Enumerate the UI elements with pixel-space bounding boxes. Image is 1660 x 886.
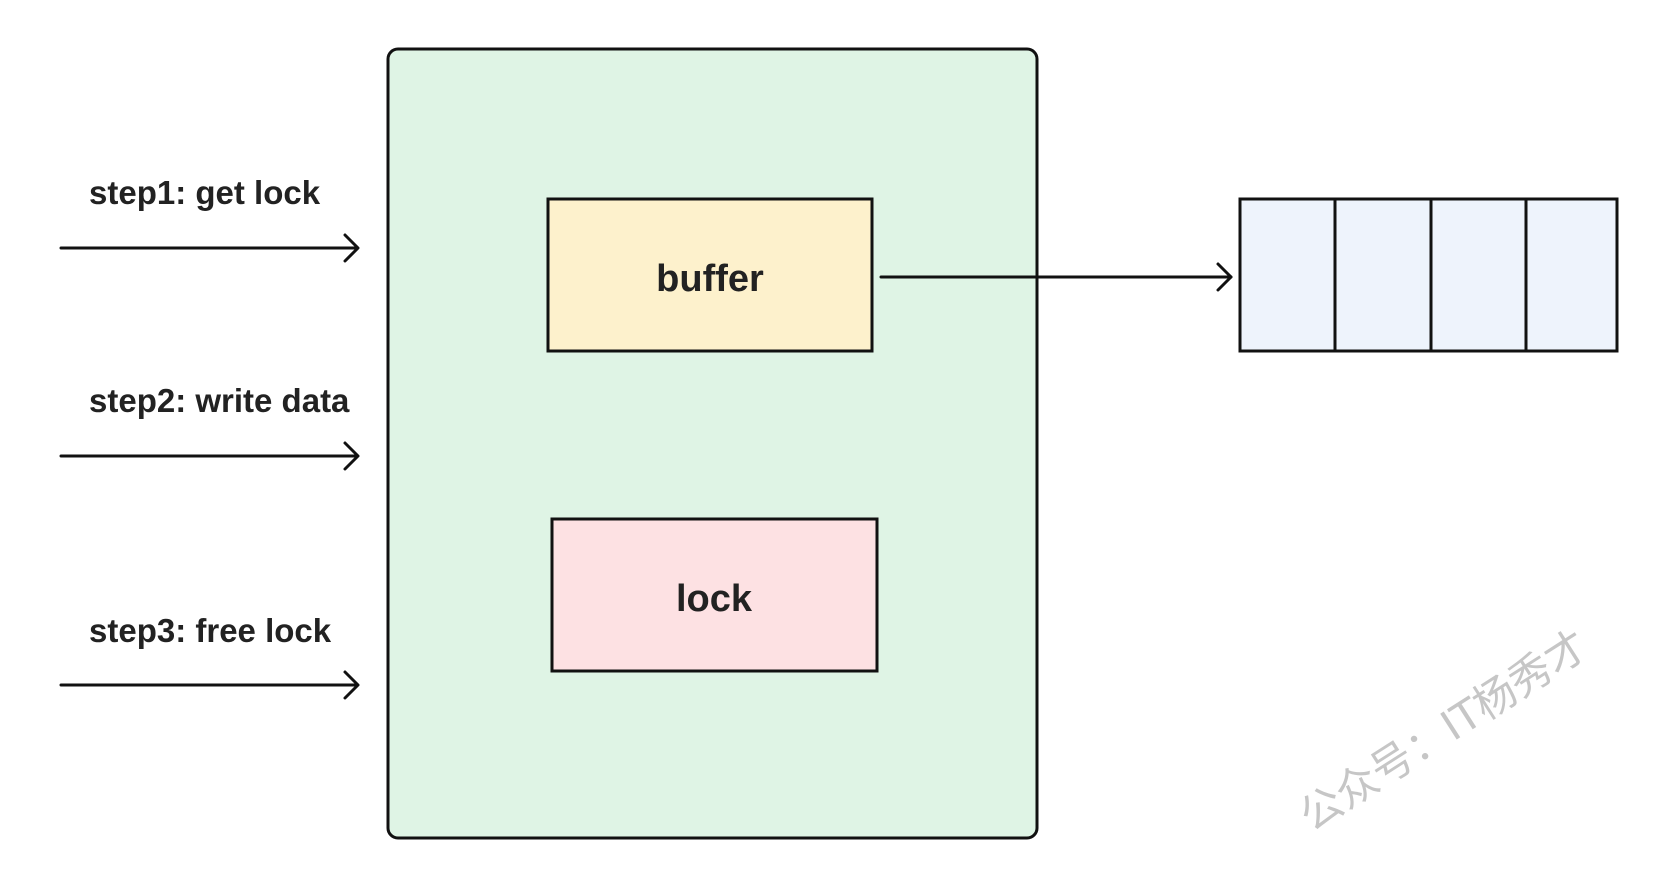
output-queue	[1238, 197, 1619, 353]
step-3-arrow	[59, 670, 360, 700]
lock-label: lock	[676, 578, 753, 620]
step-1: step1: get lock	[59, 174, 360, 263]
buffer-rect	[546, 197, 874, 353]
step-1-arrow-head	[343, 233, 360, 263]
queue-cell	[1333, 197, 1433, 353]
step-2: step2: write data	[59, 382, 360, 471]
step-3-arrow-head	[343, 670, 360, 700]
watermark: 公众号：IT杨秀才	[1291, 620, 1597, 840]
buffer-to-queue-arrow	[879, 262, 1233, 292]
queue-cell	[1429, 197, 1528, 353]
step-1-label: step1: get lock	[89, 174, 321, 211]
component-container	[386, 47, 1039, 840]
queue-cell	[1524, 197, 1619, 353]
step-2-label: step2: write data	[89, 382, 350, 419]
step-1-arrow	[59, 233, 360, 263]
lock-rect	[550, 517, 879, 673]
step-3-label: step3: free lock	[89, 612, 332, 649]
queue-cell	[1238, 197, 1337, 353]
step-3: step3: free lock	[59, 612, 360, 700]
lock-box: lock	[550, 517, 879, 673]
step-2-arrow	[59, 441, 360, 471]
buffer-arrow-head	[1216, 262, 1233, 292]
buffer-label: buffer	[656, 258, 764, 300]
step-2-arrow-head	[343, 441, 360, 471]
buffer-box: buffer	[546, 197, 874, 353]
